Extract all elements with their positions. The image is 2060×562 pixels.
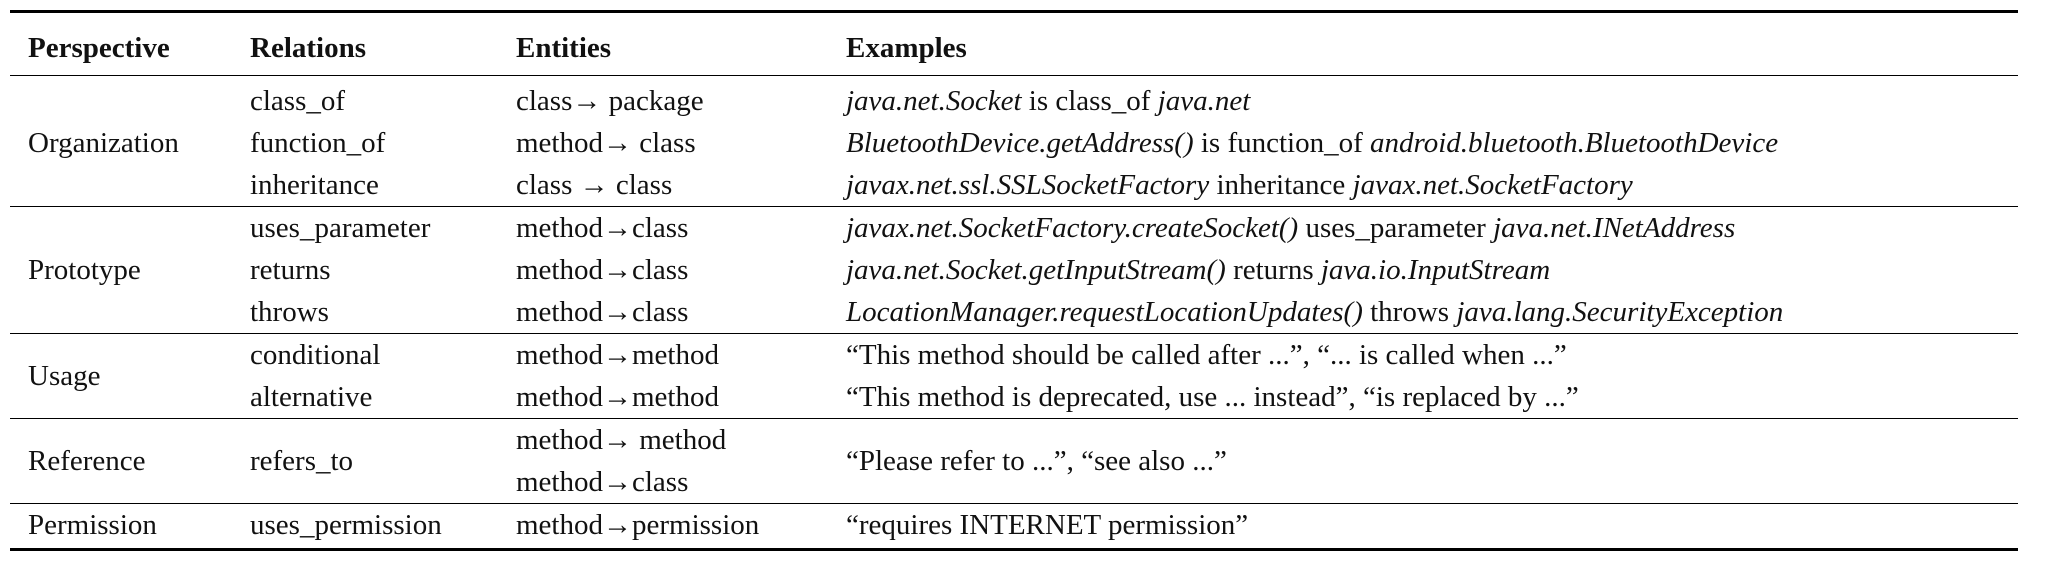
table-row: Permission uses_permission method→permis… [10, 503, 2018, 551]
perspective-permission: Permission [10, 503, 250, 551]
perspective-reference: Reference [10, 418, 250, 504]
relations-table: Perspective Relations Entities Examples … [10, 10, 2018, 551]
example-cell: “requires INTERNET permission” [846, 503, 2018, 551]
table-row: function_of method→ class BluetoothDevic… [10, 122, 2018, 164]
entity-cell: method→ class [516, 127, 696, 159]
entity-cell: method→method [516, 339, 719, 371]
header-row: Perspective Relations Entities Examples [10, 11, 2018, 76]
header-relations: Relations [250, 32, 366, 64]
relation-cell: throws [250, 291, 516, 334]
entity-cell: method→method [516, 376, 846, 419]
relation-cell: function_of [250, 127, 386, 159]
perspective-prototype: Prototype [10, 206, 250, 334]
entity-cell: class→ package [516, 85, 704, 117]
entity-cell: method→ method [516, 424, 727, 456]
perspective-usage: Usage [10, 333, 250, 419]
example-cell: LocationManager.requestLocationUpdates()… [846, 291, 2018, 334]
example-cell: java.net.Socket is class_of java.net [846, 85, 1251, 117]
table-row: inheritance class → class javax.net.ssl.… [10, 164, 2018, 207]
entity-cell: method→class [516, 291, 846, 334]
table-row: Organization class_of class→ package jav… [10, 75, 2018, 207]
table-row: throws method→class LocationManager.requ… [10, 291, 2018, 334]
table-row: alternative method→method “This method i… [10, 376, 2018, 419]
entity-cell: class → class [516, 164, 846, 207]
relation-cell: inheritance [250, 164, 516, 207]
header-entities: Entities [516, 32, 612, 64]
header-perspective: Perspective [28, 32, 170, 64]
perspective-organization: Organization [10, 75, 250, 207]
example-cell: “This method should be called after ...”… [846, 339, 1567, 371]
table-row: Reference refers_to method→ method “Plea… [10, 418, 2018, 504]
example-cell: “Please refer to ...”, “see also ...” [846, 418, 2018, 504]
table-row: method→class [10, 461, 2018, 504]
relation-cell: class_of [250, 85, 346, 117]
example-cell: “This method is deprecated, use ... inst… [846, 376, 2018, 419]
example-cell: javax.net.ssl.SSLSocketFactory inheritan… [846, 164, 2018, 207]
entity-cell: method→class [516, 461, 846, 504]
entity-cell: method→class [516, 254, 689, 286]
header-examples: Examples [846, 32, 967, 64]
relation-cell: returns [250, 254, 331, 286]
example-cell: java.net.Socket.getInputStream() returns… [846, 254, 1551, 286]
table-row: returns method→class java.net.Socket.get… [10, 249, 2018, 291]
example-cell: javax.net.SocketFactory.createSocket() u… [846, 212, 1736, 244]
relation-cell: alternative [250, 376, 516, 419]
example-cell: BluetoothDevice.getAddress() is function… [846, 127, 1779, 159]
relation-cell: uses_parameter [250, 212, 431, 244]
relation-cell: refers_to [250, 418, 516, 504]
table-row: Usage conditional method→method “This me… [10, 333, 2018, 419]
entity-cell: method→permission [516, 503, 846, 551]
relation-cell: uses_permission [250, 503, 516, 551]
table-row: Prototype uses_parameter method→class ja… [10, 206, 2018, 334]
relation-cell: conditional [250, 339, 381, 371]
entity-cell: method→class [516, 212, 689, 244]
